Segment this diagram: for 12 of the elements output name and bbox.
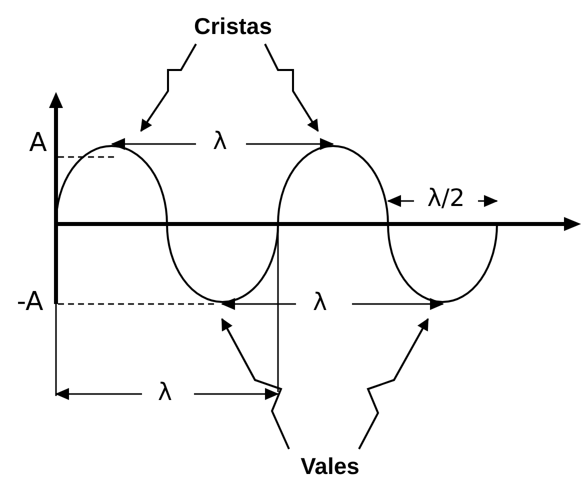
dimension-label: λ [158, 380, 172, 404]
callout-text: Vales [288, 449, 372, 483]
callout-text: Cristas [183, 8, 283, 44]
leader-line [264, 44, 319, 132]
leader-line [358, 318, 429, 450]
axis-label: -A [16, 289, 44, 315]
dimension-label: λ [312, 290, 328, 314]
leader-line [140, 44, 197, 132]
leader-line [221, 318, 290, 450]
dimension-label: λ/2 [427, 186, 465, 210]
axis-label: A [29, 130, 47, 156]
dimension-label: λ [212, 129, 228, 153]
